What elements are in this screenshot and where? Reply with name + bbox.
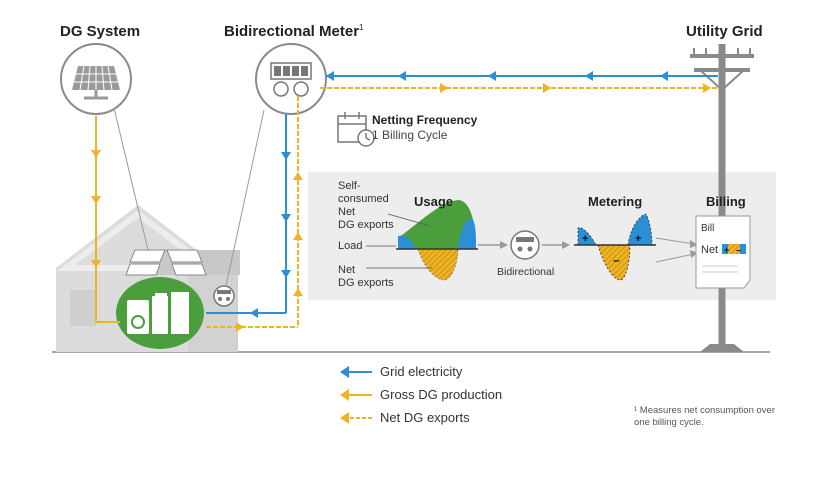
dg-connector-line bbox=[113, 107, 149, 251]
svg-text:–: – bbox=[736, 245, 741, 255]
dg-solar-icon bbox=[60, 43, 132, 115]
netting-value: 1 Billing Cycle bbox=[372, 128, 448, 142]
legend-grid-electricity: Grid electricity bbox=[380, 364, 463, 379]
bidirectional-meter-icon bbox=[255, 43, 327, 115]
self-consumed-line-1: Self- bbox=[338, 180, 361, 192]
net-export-arrows-vertical bbox=[236, 172, 303, 332]
bill-document: + – bbox=[695, 215, 751, 289]
self-consumed-line-4: DG exports bbox=[338, 219, 394, 231]
usage-label: Usage bbox=[414, 194, 454, 209]
legend-net-dg-exports: Net DG exports bbox=[380, 410, 470, 425]
netting-title: Netting Frequency bbox=[372, 113, 478, 127]
gross-dg-arrows bbox=[91, 150, 101, 268]
meter-connector-line bbox=[225, 109, 265, 287]
footnote: ¹ Measures net consumption over one bill… bbox=[634, 405, 775, 428]
appliances-icon bbox=[116, 277, 204, 349]
billing-label: Billing bbox=[706, 194, 746, 209]
legend-net-arrow bbox=[340, 412, 372, 424]
bill-net-label: Net bbox=[701, 244, 719, 256]
bidirectional-meter-title-text: Bidirectional Meter bbox=[224, 23, 360, 40]
metering-minus: – bbox=[613, 253, 620, 267]
self-consumed-line-3: Net bbox=[338, 206, 356, 218]
svg-text:+: + bbox=[724, 245, 729, 255]
utility-grid-title: Utility Grid bbox=[686, 23, 763, 40]
usage-chart bbox=[396, 200, 478, 281]
utility-pole bbox=[690, 44, 754, 352]
metering-chart: + + – bbox=[574, 213, 656, 281]
grid-arrows-top bbox=[326, 71, 668, 81]
net-dg-exports-line-1: Net bbox=[338, 264, 356, 276]
legend-gross-dg-production: Gross DG production bbox=[380, 387, 503, 402]
net-dg-exports-label: Net DG exports bbox=[338, 264, 394, 290]
usage-pointer-lines bbox=[366, 213, 432, 269]
metering-to-bill-arrows bbox=[655, 237, 695, 263]
grid-arrows-vertical bbox=[250, 152, 291, 318]
metering-plus-left: + bbox=[582, 233, 588, 245]
gross-dg-line bbox=[95, 116, 120, 323]
load-label: Load bbox=[338, 240, 363, 252]
house-meter-icon bbox=[213, 285, 235, 307]
legend-grid-arrow bbox=[340, 366, 372, 378]
metering-label: Metering bbox=[588, 194, 643, 209]
bidirectional-label: Bidirectional bbox=[497, 266, 555, 278]
legend-gross-arrow bbox=[340, 389, 372, 401]
rooftop-solar-panels bbox=[125, 249, 207, 276]
bidirectional-meter-title: Bidirectional Meter1 bbox=[224, 23, 363, 40]
dg-system-title: DG System bbox=[60, 23, 141, 40]
meter-superscript: 1 bbox=[359, 23, 364, 32]
self-consumed-label: Self- consumed Net DG exports bbox=[338, 180, 394, 232]
bill-label: Bill bbox=[701, 223, 715, 234]
calendar-clock-icon bbox=[337, 112, 375, 147]
panel-meter-icon bbox=[510, 230, 540, 260]
self-consumed-line-2: consumed bbox=[338, 193, 389, 205]
net-export-arrows-top bbox=[440, 83, 711, 93]
metering-plus-right: + bbox=[635, 233, 641, 245]
net-dg-exports-line-2: DG exports bbox=[338, 277, 394, 289]
